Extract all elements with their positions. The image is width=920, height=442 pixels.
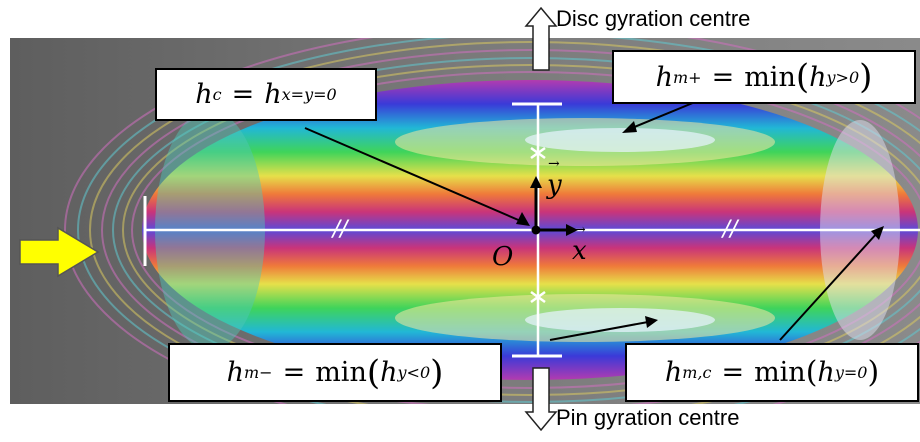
disc-gyration-caption: Disc gyration centre	[556, 6, 751, 31]
tick-mark-left: //	[331, 217, 350, 242]
hollow-up-arrow-icon	[524, 6, 558, 71]
tick-mark-right: //	[721, 217, 740, 242]
origin-label: O	[492, 242, 514, 272]
yellow-arrow-icon	[19, 226, 100, 278]
outer-fringes	[64, 38, 920, 404]
pin-gyration-caption: Pin gyration centre	[556, 405, 740, 430]
y-axis-label: → y	[547, 156, 562, 200]
hollow-down-arrow-icon	[524, 367, 558, 432]
x-axis-label: → x	[572, 222, 587, 266]
pointer-arrows	[304, 99, 884, 341]
coordinate-frame	[530, 176, 578, 236]
